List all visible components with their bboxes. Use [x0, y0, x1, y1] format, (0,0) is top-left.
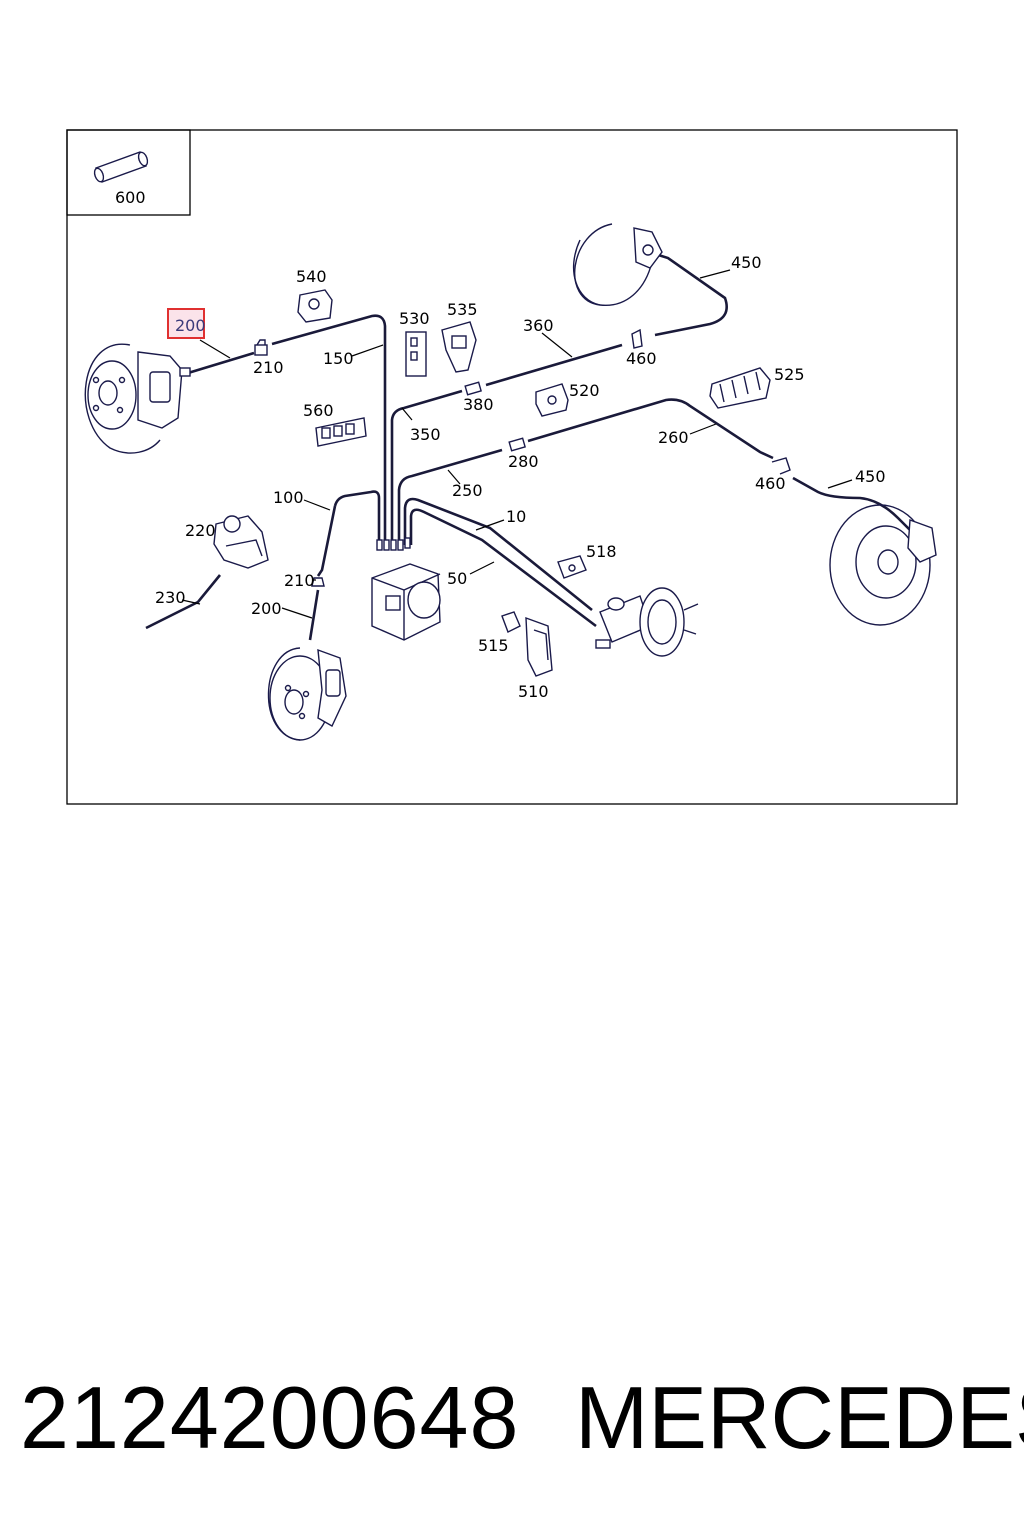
part-number: 2124200648 — [20, 1368, 520, 1467]
clip-518-icon — [557, 555, 587, 579]
leader-230 — [181, 599, 201, 605]
label-515: 515 — [478, 636, 509, 655]
label-460-bottom: 460 — [755, 474, 786, 493]
label-540: 540 — [296, 267, 327, 286]
bracket-540-icon — [297, 289, 333, 323]
label-530: 530 — [399, 309, 430, 328]
brake-disc-rear-right — [829, 504, 937, 626]
label-560: 560 — [303, 401, 334, 420]
leader-360 — [541, 332, 573, 358]
clip-560-icon — [315, 417, 367, 447]
label-200-bottom: 200 — [251, 599, 282, 618]
bracket-460-top — [631, 328, 643, 349]
brake-line-360 — [485, 343, 623, 387]
bracket-510-icon — [525, 616, 553, 677]
brake-line-10 — [403, 497, 593, 612]
tube-part-icon — [93, 151, 149, 183]
label-210-top: 210 — [253, 358, 284, 377]
label-450-top: 450 — [731, 253, 762, 272]
brake-disc-front-left — [84, 343, 191, 454]
label-100: 100 — [273, 488, 304, 507]
fitting-280 — [508, 437, 526, 452]
brake-line-230 — [145, 574, 222, 630]
leader-450-top — [699, 269, 731, 279]
label-260: 260 — [658, 428, 689, 447]
bracket-460-bottom — [771, 457, 791, 475]
brake-disc-rear-left — [572, 223, 663, 306]
master-cylinder-booster — [595, 587, 699, 657]
inset-label-600: 600 — [115, 188, 146, 207]
leader-200-top — [199, 339, 231, 359]
label-450-bottom: 450 — [855, 467, 886, 486]
label-380: 380 — [463, 395, 494, 414]
label-360: 360 — [523, 316, 554, 335]
abs-unit — [371, 537, 441, 641]
leader-50 — [469, 561, 495, 575]
sensor-515-icon — [501, 611, 521, 633]
connector-210-top — [254, 339, 268, 356]
label-220: 220 — [185, 521, 216, 540]
leader-150 — [351, 344, 384, 357]
diagram-frame — [66, 129, 958, 805]
brake-line-100 — [316, 505, 337, 577]
leader-250 — [447, 469, 461, 485]
clip-530-icon — [405, 331, 427, 377]
leader-10 — [475, 519, 505, 531]
label-520: 520 — [569, 381, 600, 400]
highlighted-label-200[interactable]: 200 — [175, 316, 206, 335]
brake-line-vertical-2 — [333, 490, 381, 545]
brake-line-200-front-left — [187, 351, 255, 375]
brake-line-200-front-right — [308, 589, 320, 641]
label-50: 50 — [447, 569, 467, 588]
leader-200-bottom — [281, 607, 313, 619]
label-510: 510 — [518, 682, 549, 701]
brake-line-50 — [409, 508, 597, 628]
label-210-bottom: 210 — [284, 571, 315, 590]
inset-box — [66, 129, 191, 216]
clip-525-icon — [709, 367, 771, 409]
label-518: 518 — [586, 542, 617, 561]
leader-260 — [689, 423, 717, 435]
label-460-top: 460 — [626, 349, 657, 368]
label-150: 150 — [323, 349, 354, 368]
label-250: 250 — [452, 481, 483, 500]
brake-line-150 — [271, 314, 387, 545]
leader-100 — [303, 499, 331, 511]
label-230: 230 — [155, 588, 186, 607]
label-350: 350 — [410, 425, 441, 444]
leader-450-bottom — [827, 479, 853, 489]
brand-name: MERCEDES — [575, 1368, 1024, 1467]
clip-535-icon — [441, 321, 477, 373]
label-280: 280 — [508, 452, 539, 471]
leader-350 — [401, 407, 413, 421]
brake-disc-front-right — [267, 647, 347, 741]
label-525: 525 — [774, 365, 805, 384]
caliper-220-icon — [213, 515, 269, 569]
brake-line-450-rear-left — [651, 251, 728, 337]
brake-line-250 — [397, 448, 503, 545]
connector-210-bottom — [311, 577, 325, 587]
label-535: 535 — [447, 300, 478, 319]
highlight-box[interactable] — [167, 308, 205, 339]
brake-line-450-rear-right — [792, 476, 913, 533]
label-10: 10 — [506, 507, 526, 526]
block-520-icon — [535, 383, 569, 417]
brake-line-260 — [527, 398, 774, 460]
fitting-380 — [464, 381, 482, 396]
brake-line-350 — [390, 389, 463, 545]
